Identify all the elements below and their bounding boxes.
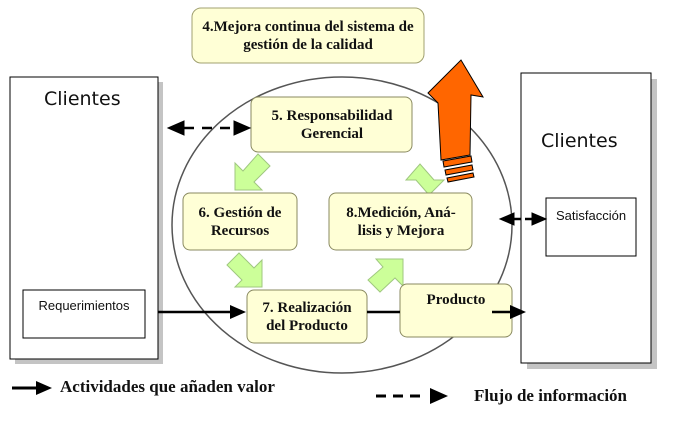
arrow-resources-to-realization: [226, 252, 263, 288]
right-clients-title: Clientes: [541, 130, 618, 152]
measurement-label: 8.Medición, Aná-lisis y Mejora: [346, 204, 456, 239]
improvement-box: [191, 7, 425, 64]
arrow-responsibility-to-resources: [234, 153, 271, 191]
resources-box: [182, 192, 298, 251]
improvement-arrow: [427, 59, 484, 183]
satisfaction-box: [545, 197, 637, 257]
improvement-title: 4.Mejora continua del sistema de gestión…: [202, 18, 414, 53]
requirements-label: Requerimientos: [38, 297, 130, 313]
responsibility-label: 5. Responsabilidad Gerencial: [271, 107, 393, 142]
process-circle: [171, 76, 513, 374]
legend-information-flow: Flujo de información: [474, 386, 627, 405]
resources-label: 6. Gestión de Recursos: [198, 204, 282, 239]
realization-label: 7. Realización del Producto: [262, 299, 352, 334]
arrow-measurement-to-responsibility: [404, 163, 446, 197]
info-flow-arrow-left: [166, 120, 252, 136]
info-flow-arrow-right: [498, 212, 548, 226]
requirements-box: [22, 289, 146, 339]
realization-box: [246, 289, 368, 344]
arrow-realization-to-measurement: [367, 258, 404, 293]
responsibility-box: [250, 96, 413, 153]
legend-value-activities: Actividades que añaden valor: [60, 377, 275, 396]
satisfaction-label: Satisfacción: [555, 207, 627, 223]
legend-solid-arrow-icon: [12, 381, 52, 395]
measurement-box: [328, 192, 473, 251]
legend-dashed-arrow-icon: [376, 388, 448, 404]
left-clients-title: Clientes: [44, 88, 121, 110]
product-label: Producto: [426, 292, 486, 308]
value-arrow-requirements: [158, 305, 246, 319]
value-arrow-product: [492, 305, 526, 319]
